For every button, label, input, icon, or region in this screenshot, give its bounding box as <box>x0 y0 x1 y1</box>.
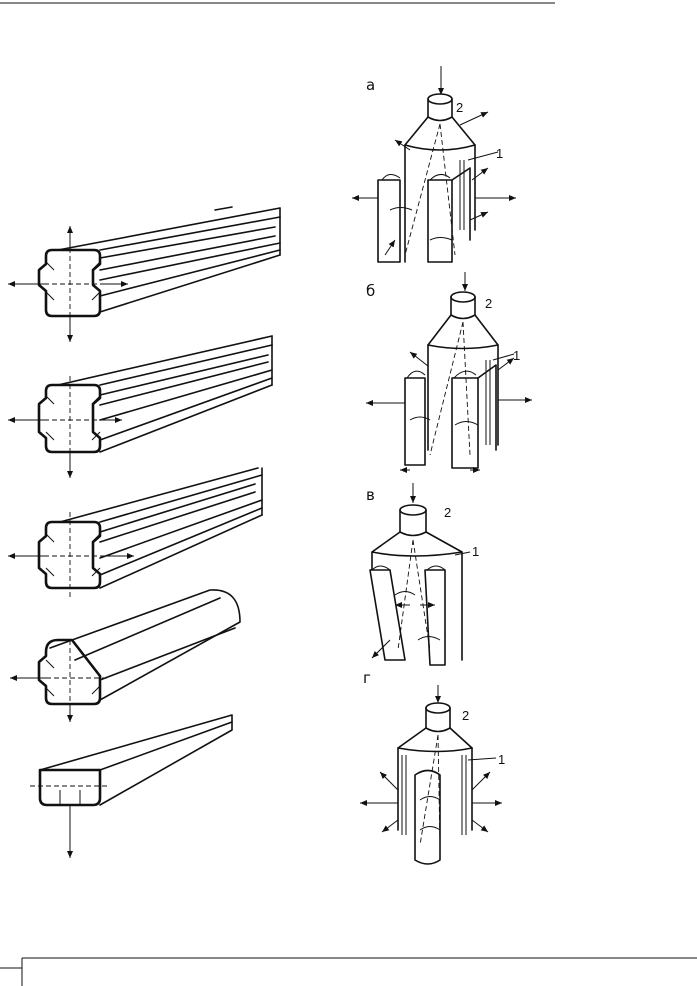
variant-v-label-2: 2 <box>444 505 451 520</box>
variant-b-label-2: 2 <box>485 296 492 311</box>
variant-b-label-1: 1 <box>513 348 520 363</box>
variant-v-label-1: 1 <box>472 544 479 559</box>
variant-g: г 2 1 <box>360 669 505 865</box>
variant-a-label-1: 1 <box>496 146 503 161</box>
variant-b-letter: б <box>366 282 375 300</box>
variant-v-letter: в <box>366 486 375 504</box>
variant-a-label-2: 2 <box>456 100 463 115</box>
variant-g-letter: г <box>363 669 371 687</box>
beam-profile-3 <box>7 467 263 598</box>
variant-b: б 2 1 <box>366 272 532 473</box>
variant-v: в 2 1 <box>366 483 479 666</box>
variant-g-label-1: 1 <box>498 752 505 767</box>
beam-profile-5 <box>30 714 233 858</box>
variant-g-label-2: 2 <box>462 708 469 723</box>
beam-profile-1 <box>7 206 281 342</box>
beam-profile-4 <box>10 589 241 722</box>
variant-a-letter: а <box>366 76 375 94</box>
variant-a: а 2 1 <box>352 66 516 263</box>
beam-profile-2 <box>7 335 273 478</box>
